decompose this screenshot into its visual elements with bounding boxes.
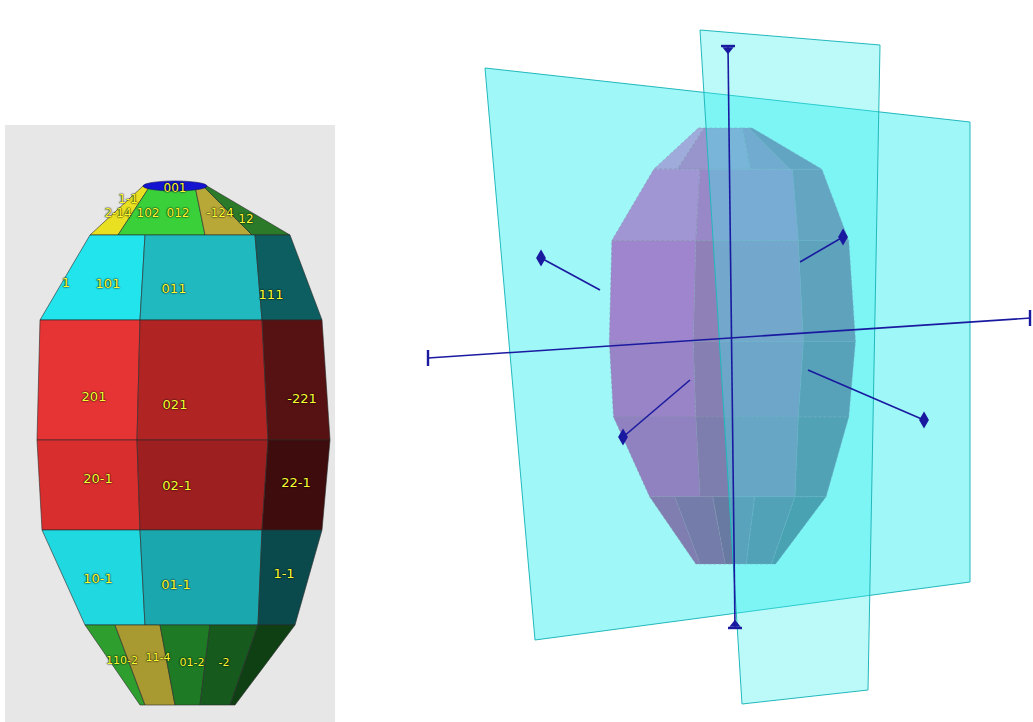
crystal-face bbox=[255, 235, 322, 320]
crystal-face bbox=[37, 440, 140, 530]
face-index: 01-2 bbox=[180, 657, 205, 668]
crystal-face bbox=[137, 440, 268, 530]
crystal-face bbox=[258, 530, 322, 625]
face-index: -221 bbox=[287, 392, 317, 405]
crystal-faces bbox=[37, 186, 330, 705]
face-index: 22-1 bbox=[281, 476, 311, 489]
face-index: 110-2 bbox=[106, 655, 138, 666]
face-index: 101 bbox=[96, 277, 121, 290]
axis-diamond bbox=[920, 413, 928, 427]
crystal-face bbox=[137, 320, 268, 440]
face-index: 011 bbox=[162, 282, 187, 295]
axis-cap bbox=[731, 621, 739, 626]
axis-diamond bbox=[537, 251, 545, 265]
face-index: 111 bbox=[259, 288, 284, 301]
face-index: 021 bbox=[163, 398, 188, 411]
crystal-face bbox=[140, 530, 262, 625]
panel-ground bbox=[5, 125, 335, 722]
axis-cap bbox=[1029, 310, 1031, 326]
face-index: 20-1 bbox=[83, 472, 113, 485]
crystal-face bbox=[40, 235, 145, 320]
crystal-face bbox=[37, 320, 140, 440]
axis-cap bbox=[721, 45, 735, 47]
axis-line bbox=[808, 370, 924, 420]
crystal-face bbox=[262, 320, 330, 440]
face-index: 102 bbox=[137, 207, 160, 219]
face-index: 02-1 bbox=[162, 479, 192, 492]
axis-cap bbox=[728, 627, 742, 629]
face-index: 11-4 bbox=[146, 652, 171, 663]
face-index: 001 bbox=[164, 182, 187, 194]
face-index: 201 bbox=[82, 390, 107, 403]
face-index: 1-1 bbox=[118, 193, 138, 205]
crystal-face bbox=[230, 625, 295, 705]
axis-cap bbox=[427, 350, 429, 366]
face-index: 10-1 bbox=[83, 572, 113, 585]
crystal-face bbox=[42, 530, 145, 625]
crystal-face bbox=[262, 440, 330, 530]
axis-line bbox=[800, 237, 843, 262]
axis-line bbox=[428, 318, 1031, 358]
axis-diamond bbox=[619, 430, 627, 444]
mirror-plane bbox=[700, 30, 880, 704]
face-index: 012 bbox=[167, 207, 190, 219]
face-index: 1 bbox=[62, 276, 70, 289]
axis-cap bbox=[724, 48, 732, 53]
axis-diamond bbox=[839, 230, 847, 244]
crystal-face bbox=[203, 186, 290, 235]
face-index: 1-1 bbox=[273, 567, 294, 580]
axis-line bbox=[623, 380, 690, 437]
axis-line bbox=[541, 258, 600, 290]
symmetry-axes bbox=[428, 46, 1031, 628]
crystal-face bbox=[140, 235, 262, 320]
face-index: -124 bbox=[206, 207, 233, 219]
face-index: -2 bbox=[219, 657, 230, 668]
face-index: 12 bbox=[238, 213, 253, 225]
face-index: 2-14 bbox=[104, 207, 131, 219]
face-index: 01-1 bbox=[161, 578, 191, 591]
